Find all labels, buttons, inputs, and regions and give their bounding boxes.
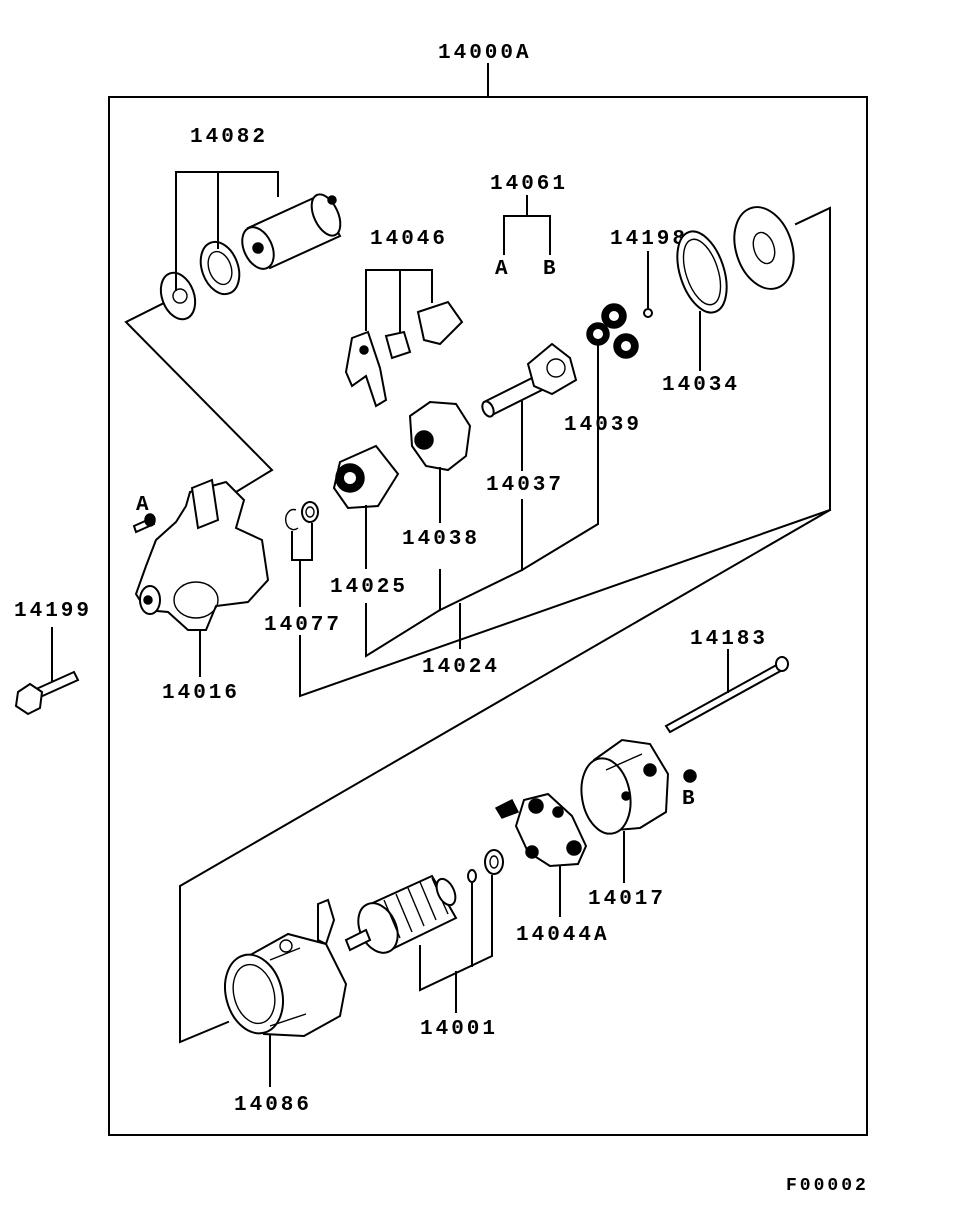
gear-parts (586, 303, 639, 359)
yoke-part (224, 898, 348, 1038)
bolt-14199-part (14, 670, 80, 716)
housing-part (134, 478, 270, 631)
label-14039[interactable]: 14039 (564, 414, 642, 437)
ring-parts (285, 501, 319, 531)
lever-parts (344, 300, 464, 408)
label-screw-a[interactable]: A (136, 494, 152, 517)
label-14044A[interactable]: 14044A (516, 924, 610, 947)
solenoid-parts (159, 193, 342, 321)
screw-b-part (683, 769, 697, 783)
label-14082[interactable]: 14082 (190, 126, 268, 149)
bracket-plate-part (408, 400, 472, 472)
screw-a-part (132, 513, 156, 534)
label-14000A[interactable]: 14000A (438, 42, 532, 65)
label-14061[interactable]: 14061 (490, 173, 568, 196)
shaft-part (481, 342, 578, 418)
figure-code: F00002 (786, 1176, 869, 1196)
lower-bracket (179, 508, 832, 1044)
label-14183[interactable]: 14183 (690, 628, 768, 651)
label-14025[interactable]: 14025 (330, 576, 408, 599)
label-14037[interactable]: 14037 (486, 474, 564, 497)
label-screw-b[interactable]: B (682, 788, 698, 811)
leader-solenoid-to-housing (124, 302, 274, 494)
label-14086[interactable]: 14086 (234, 1094, 312, 1117)
leader-14077 (291, 523, 313, 561)
label-14199[interactable]: 14199 (14, 600, 92, 623)
label-14024[interactable]: 14024 (422, 656, 500, 679)
leader-14061 (503, 215, 551, 255)
label-14016[interactable]: 14016 (162, 682, 240, 705)
label-14198[interactable]: 14198 (610, 228, 688, 251)
label-14017[interactable]: 14017 (588, 888, 666, 911)
through-bolt-part (664, 656, 789, 734)
label-kit-b[interactable]: B (543, 258, 559, 281)
label-14046[interactable]: 14046 (370, 228, 448, 251)
label-14001[interactable]: 14001 (420, 1018, 498, 1041)
armature-part (344, 849, 504, 954)
label-14034[interactable]: 14034 (662, 374, 740, 397)
label-14077[interactable]: 14077 (264, 614, 342, 637)
retainer-parts (676, 206, 795, 314)
leader-14082 (175, 171, 279, 291)
label-14038[interactable]: 14038 (402, 528, 480, 551)
brush-holder-part (494, 792, 588, 868)
label-kit-a[interactable]: A (495, 258, 511, 281)
clutch-part (332, 444, 400, 510)
rear-cover-part (580, 738, 670, 835)
cap-part (643, 308, 653, 318)
